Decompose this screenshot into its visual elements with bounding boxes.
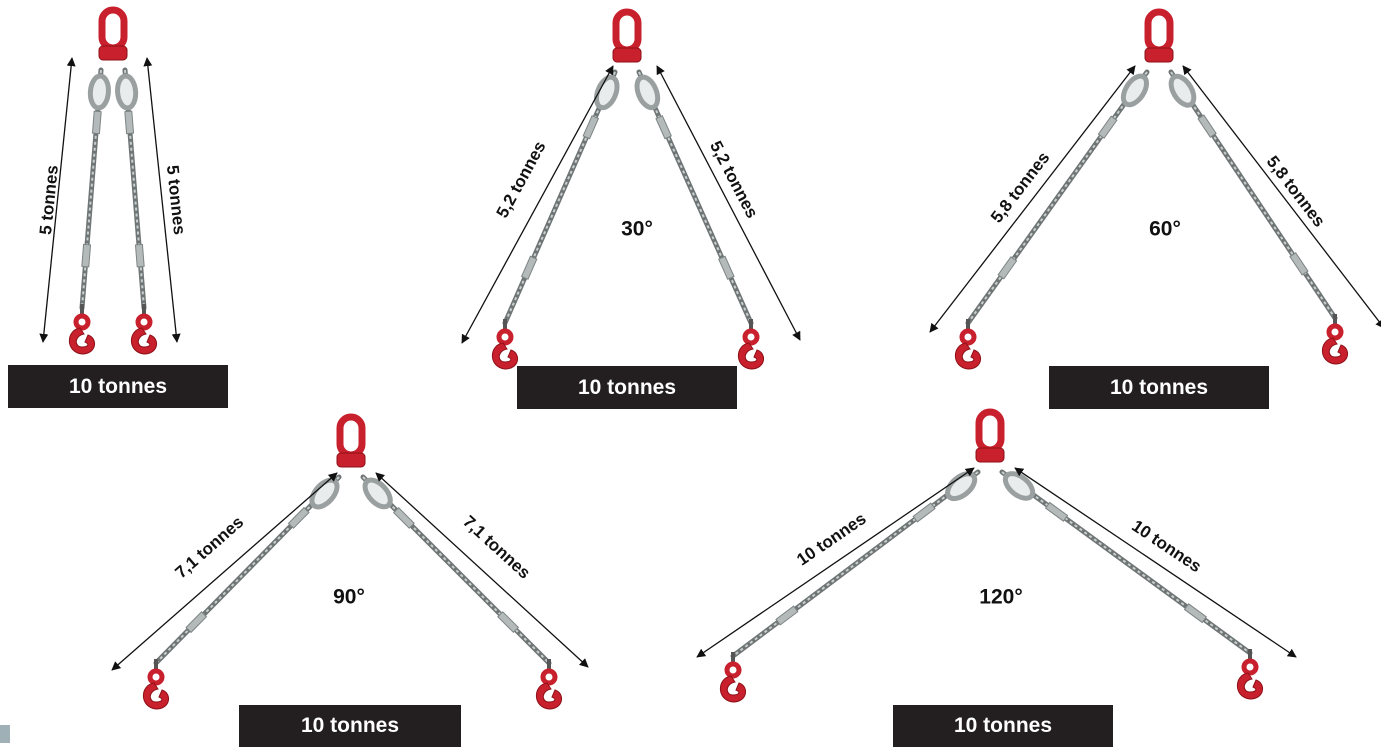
wire-rope-left [965, 69, 1150, 326]
hook-swivel [959, 328, 977, 346]
dimension-arrow-right [143, 57, 181, 343]
hook-swivel [1241, 658, 1259, 676]
ferrule [497, 611, 520, 634]
master-link [336, 413, 366, 459]
corner-mark [0, 725, 10, 743]
sling-hook [719, 675, 746, 703]
ferrule [582, 115, 600, 140]
master-link [98, 6, 128, 52]
ferrule [775, 605, 799, 626]
sling-angle-label: 90° [333, 586, 365, 609]
ferrule [91, 110, 102, 135]
hook-swivel [73, 313, 91, 331]
sling-hook [68, 327, 95, 355]
hook-swivel [147, 668, 165, 686]
total-load-box: 10 tonnes [517, 366, 737, 409]
thimble-eye [87, 73, 111, 111]
thimble-eye [1168, 73, 1197, 108]
ferrule [520, 255, 538, 280]
coupling-link [336, 452, 366, 468]
sling-hook [142, 682, 169, 710]
ferrule [81, 243, 92, 268]
ferrule [997, 256, 1018, 280]
sling-hook [130, 327, 157, 355]
dimension-arrow-left [696, 467, 975, 658]
sling-30deg: 5,2 tonnes 5,2 tonnes 30° [461, 8, 801, 370]
ferrule [392, 506, 415, 529]
thimble-eye [634, 74, 661, 111]
sling-angle-label: 120° [979, 586, 1022, 609]
sling-hook [1236, 672, 1263, 700]
master-link [1144, 8, 1174, 54]
sling-hook [737, 342, 764, 370]
thimble-eye [1002, 471, 1036, 501]
sling-hook [1321, 337, 1348, 365]
total-load-box: 10 tonnes [893, 705, 1113, 747]
ferrule [1197, 114, 1217, 138]
thimble-eye [1120, 73, 1149, 108]
sling-0deg: 5 tonnes 5 tonnes [36, 6, 189, 355]
ferrule [912, 502, 936, 523]
hook-swivel [724, 661, 742, 679]
total-load-box: 10 tonnes [8, 365, 228, 408]
ferrule [287, 506, 310, 529]
dimension-arrow-left [39, 57, 76, 343]
total-load-box: 10 tonnes [1049, 366, 1269, 409]
sling-angle-label: 60° [1149, 218, 1181, 241]
leg-load-right: 5,8 tonnes [1263, 152, 1329, 230]
dimension-arrow-right [656, 65, 801, 341]
ferrule [1044, 501, 1069, 522]
dimension-arrow-right [375, 472, 589, 668]
sling-hook [954, 342, 981, 370]
hook-swivel [742, 328, 760, 346]
sling-angle-label: 30° [621, 218, 653, 241]
ferrule [1097, 115, 1118, 139]
leg-load-right: 7,1 tonnes [459, 512, 534, 583]
thimble-eye [115, 73, 139, 111]
hook-swivel [496, 328, 514, 346]
leg-load-right: 10 tonnes [1128, 516, 1204, 576]
ferrule [134, 243, 145, 268]
total-load-box: 10 tonnes [239, 705, 461, 747]
master-link [612, 8, 642, 54]
leg-load-right: 5,2 tonnes [706, 138, 762, 221]
coupling-link [612, 47, 642, 63]
dimension-arrow-left [111, 472, 338, 671]
ferrule [655, 115, 672, 140]
coupling-link [1144, 47, 1174, 63]
thimble-eye [362, 477, 393, 510]
leg-load-left: 5,2 tonnes [493, 138, 550, 221]
sling-hook [491, 342, 518, 370]
dimension-arrow-right [1014, 467, 1297, 658]
hook-swivel [1326, 323, 1344, 341]
master-link [975, 408, 1005, 454]
sling-hook [535, 682, 562, 710]
leg-load-left: 5 tonnes [36, 164, 62, 235]
wire-strand-left [81, 69, 102, 309]
thimble-eye [594, 74, 620, 111]
coupling-link [975, 447, 1005, 463]
thimble-eye [309, 477, 340, 510]
leg-load-left: 7,1 tonnes [171, 512, 247, 582]
dimension-arrow-left [461, 65, 614, 344]
coupling-link [98, 45, 128, 61]
ferrule [185, 611, 208, 634]
ferrule [1289, 252, 1309, 276]
sling-90deg: 7,1 tonnes 7,1 tonnes 90° [111, 413, 589, 710]
wire-strand-right [124, 69, 145, 309]
ferrule [718, 255, 735, 280]
dimension-arrow-left [929, 65, 1136, 333]
ferrule [124, 110, 135, 135]
dimension-arrow-right [1182, 65, 1381, 329]
hook-swivel [540, 668, 558, 686]
hook-swivel [135, 313, 153, 331]
ferrule [1183, 603, 1208, 624]
leg-load-right: 5 tonnes [163, 164, 189, 236]
